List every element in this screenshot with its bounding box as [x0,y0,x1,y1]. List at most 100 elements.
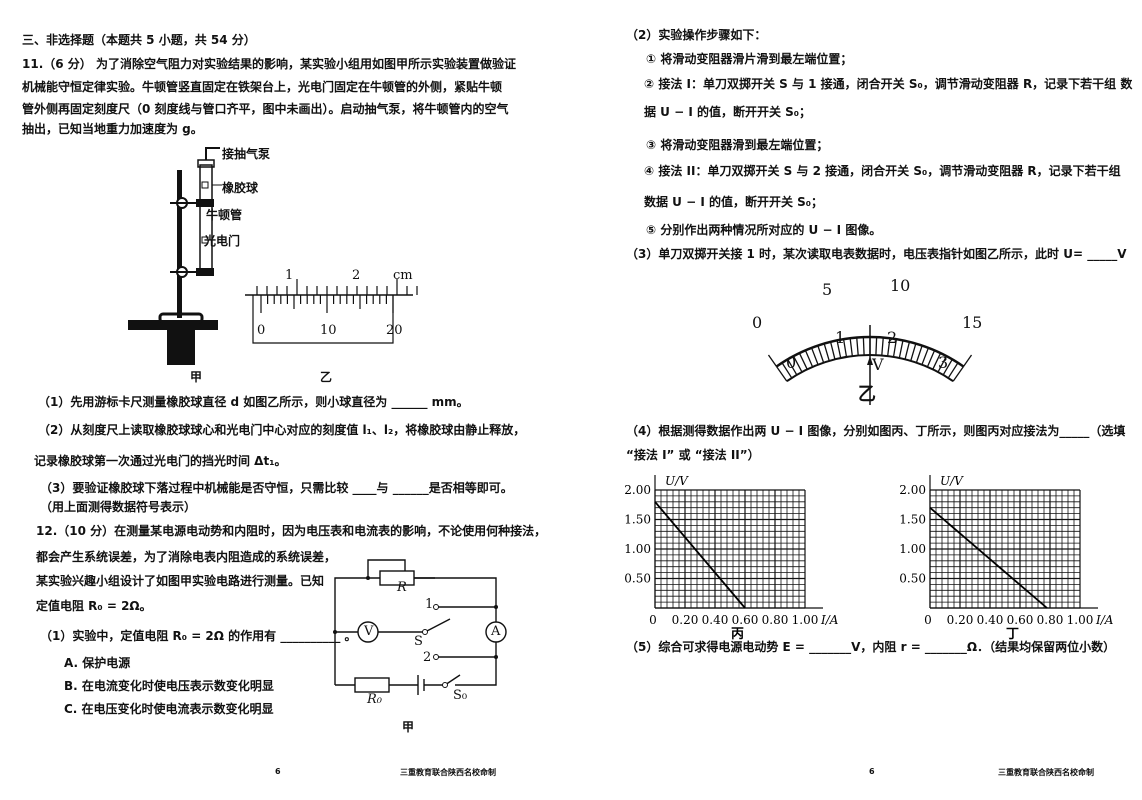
dial-tick [875,337,878,356]
dial-end-tick [767,354,778,367]
y-tick-label: 1.50 [899,513,926,527]
q11-part2-cont: 记录橡胶球第一次通过光电门的挡光时间 Δt₁。 [34,454,287,468]
dial-tick [849,338,853,357]
dial-tick [892,339,898,358]
label-rheostat: R [397,580,407,595]
meter-outer-15: 15 [962,313,983,332]
dial-tick [775,366,788,382]
q12-text: 都会产生系统误差，为了消除电表内阻造成的系统误差， [36,550,337,564]
u-i-line [654,501,746,609]
q11-text: 11.（6 分） 为了消除空气阻力对实验结果的影响，某实验小组用如图甲所示实验装… [22,57,516,71]
meter-outer-5: 5 [822,280,833,299]
fig-label-yi: 乙 [320,370,333,384]
dial-tick [836,340,842,359]
x-tick-label: 0.60 [732,613,759,627]
fig-label-yi-meter: 乙 [858,384,876,405]
x-tick-label: 0.40 [702,613,729,627]
dial-tick [792,355,803,373]
y-tick-label: 0.50 [624,572,651,586]
dial-tick [829,341,836,360]
meter-inner-1: 1 [835,328,846,347]
q3-text: （3）单刀双掷开关接 1 时，某次读取电表数据时，电压表指针如图乙所示，此时 U… [626,247,1127,261]
step-2-cont: 据 U − I 的值，断开开关 S₀； [644,105,812,119]
q11-part1: （1）先用游标卡尺测量橡胶球直径 d 如图乙所示，则小球直径为 ______ m… [38,395,469,409]
dial-tick [926,350,936,368]
y-axis-label: U/V [940,474,964,488]
q4-text: （4）根据测得数据作出两 U − I 图像，分别如图丙、丁所示，则图丙对应接法为… [626,424,1126,438]
page-number: 6 [869,767,875,776]
dial-tick [942,358,953,376]
x-tick-label: 0.80 [762,613,789,627]
caliper-vernier-tick-10: 10 [320,323,337,338]
q12-text: 12.（10 分）在测量某电源电动势和内阻时，因为电压表和电流表的影响，不论使用… [36,524,547,538]
x-tick-label: 0.20 [947,613,974,627]
dial-tick [932,352,942,370]
label-r0: R₀ [367,692,382,707]
publisher: 三重教育联合陕西名校命制 [400,768,496,777]
dial-tick [787,358,798,376]
caliper-vernier-tick-0: 0 [257,323,266,338]
dial-tick [887,338,891,357]
dial-tick [817,345,825,363]
dial-tick [781,362,793,379]
dial-tick [910,343,917,362]
meter-unit: V [872,355,884,374]
u-i-line [929,507,1048,609]
meter-inner-3: 3 [938,353,949,372]
y-tick-label: 0.50 [899,572,926,586]
x-tick-label: 1.00 [1067,613,1094,627]
dial-tick [898,340,904,359]
label-tube: 牛顿管 [206,208,243,222]
dial-tick [810,347,819,365]
caliper-unit: cm [393,268,413,283]
step-2: ② 接法 I：单刀双掷开关 S 与 1 接通，闭合开关 S₀，调节滑动变阻器 R… [644,77,1133,91]
y-tick-label: 2.00 [899,483,926,497]
y-tick-label: 1.00 [899,542,926,556]
q12-part1: （1）实验中，定值电阻 R₀ = 2Ω 的作用有 __________ 。 [40,629,357,643]
step-3: ③ 将滑动变阻器滑到最左端位置； [646,138,829,152]
vernier-caliper [245,279,418,344]
option-a: A. 保护电源 [64,656,131,670]
dial-tick [798,352,808,370]
option-c: C. 在电压变化时使电流表示数变化明显 [64,702,274,716]
x-tick-label: 0.20 [672,613,699,627]
x-tick-label: 0.60 [1007,613,1034,627]
x-tick-label: 0 [649,613,657,627]
graph-name: 丙 [731,627,744,642]
needle-arrow-icon [867,356,873,365]
step-5: ⑤ 分别作出两种情况所对应的 U − I 图像。 [646,223,882,237]
step-4-cont: 数据 U − I 的值，断开开关 S₀； [644,195,824,209]
x-axis-label: I/A [820,613,839,627]
steps-title: （2）实验操作步骤如下： [626,28,767,42]
section-title: 三、非选择题（本题共 5 小题，共 54 分） [22,33,256,47]
ammeter-symbol: A [491,624,501,639]
q11-text: 机械能守恒定律实验。牛顿管竖直固定在铁架台上，光电门固定在牛顿管的外侧，紧贴牛顿 [22,80,503,94]
x-tick-label: 0 [924,613,932,627]
step-4: ④ 接法 II：单刀双掷开关 S 与 2 接通，闭合开关 S₀，调节滑动变阻器 … [644,164,1121,178]
q4-text-cont: “接法 I” 或 “接法 II”） [626,448,760,462]
y-tick-label: 1.00 [624,542,651,556]
y-tick-label: 2.00 [624,483,651,497]
voltmeter-symbol: V [364,624,374,639]
meter-outer-0: 0 [752,313,763,332]
page-number: 6 [275,767,281,776]
label-pump: 接抽气泵 [222,147,271,161]
x-axis-label: I/A [1095,613,1114,627]
q11-part3-note: （用上面测得数据符号表示） [40,500,197,514]
option-b: B. 在电流变化时使电压表示数变化明显 [64,679,274,693]
q11-text: 管外侧再固定刻度尺（0 刻度线与管口齐平，图中未画出）。启动抽气泵，将牛顿管内的… [22,102,509,116]
caliper-main-tick-1: 1 [285,268,294,283]
step-1: ① 将滑动变阻器滑片滑到最左端位置； [646,52,853,66]
dial-tick [937,355,948,373]
dial-tick [921,347,930,365]
publisher: 三重教育联合陕西名校命制 [998,768,1094,777]
meter-outer-10: 10 [890,276,911,295]
dial-tick [856,337,859,356]
q12-text: 某实验兴趣小组设计了如图甲实验电路进行测量。已知 [36,574,325,588]
graph-name: 丁 [1006,627,1019,642]
fig-label-jia: 甲 [190,370,203,384]
y-axis-label: U/V [665,474,689,488]
voltmeter-dial [767,325,973,405]
